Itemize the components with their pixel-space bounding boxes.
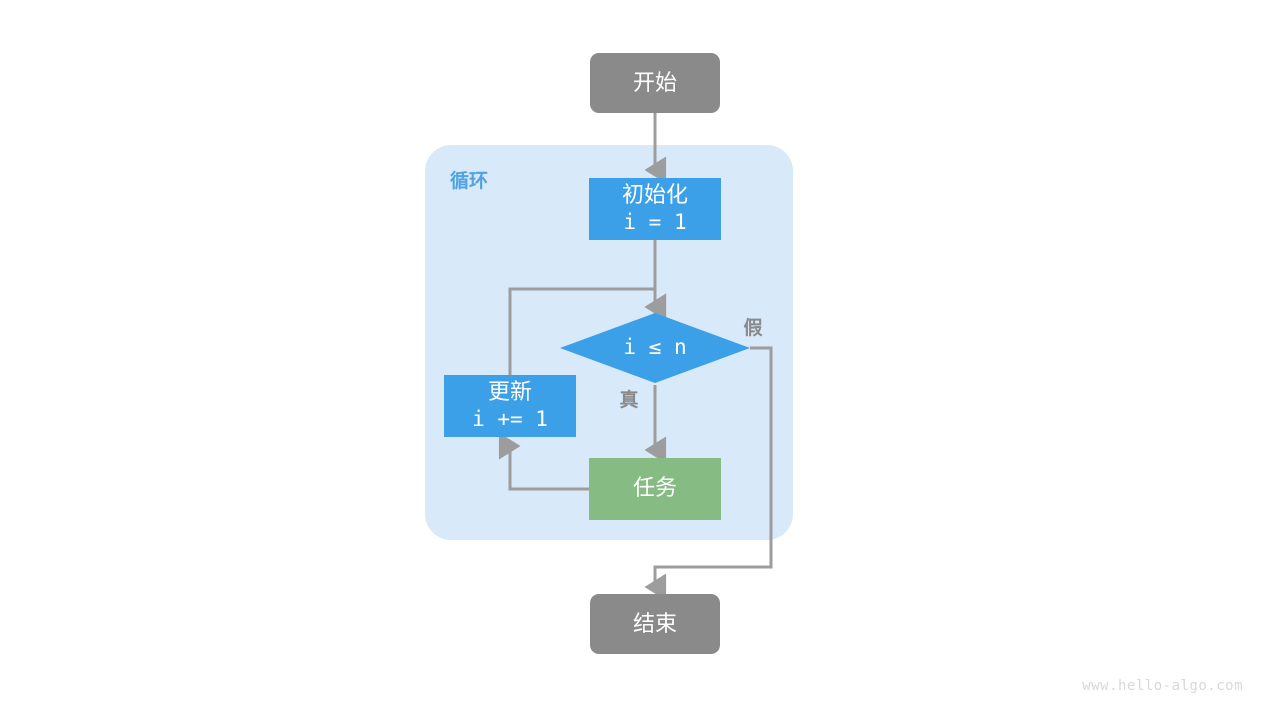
edge-cond-end: 假 (644, 316, 773, 601)
node-end[interactable]: 结束 (590, 594, 720, 654)
node-init[interactable]: 初始化 i = 1 (589, 178, 721, 240)
node-end-label: 结束 (633, 611, 677, 636)
edge-cond-task: 真 (619, 385, 667, 464)
edge-label-true: 真 (619, 388, 638, 411)
edge-update-cond (508, 287, 667, 375)
edge-task-update (498, 432, 589, 491)
node-end-shape[interactable] (590, 594, 720, 654)
node-update-shape[interactable] (444, 375, 576, 437)
node-init-shape[interactable] (589, 178, 721, 240)
loop-group-label: 循环 (450, 169, 488, 192)
node-task-label: 任务 (633, 475, 677, 500)
node-start-label: 开始 (633, 70, 677, 95)
node-update-label: 更新 (488, 379, 532, 404)
node-task-shape[interactable] (589, 458, 721, 520)
node-update-expression: i += 1 (472, 407, 548, 431)
node-condition-label: i ≤ n (623, 335, 686, 359)
node-task[interactable]: 任务 (589, 458, 721, 520)
node-init-expression: i = 1 (623, 210, 686, 234)
node-init-label: 初始化 (622, 182, 688, 207)
edge-label-false: 假 (743, 316, 762, 339)
node-start-shape[interactable] (590, 53, 720, 113)
node-condition[interactable]: i ≤ n (560, 313, 750, 383)
watermark: www.hello-algo.com (1082, 678, 1243, 694)
node-start[interactable]: 开始 (590, 53, 720, 113)
node-update[interactable]: 更新 i += 1 (444, 375, 576, 437)
node-condition-shape[interactable] (560, 313, 750, 383)
